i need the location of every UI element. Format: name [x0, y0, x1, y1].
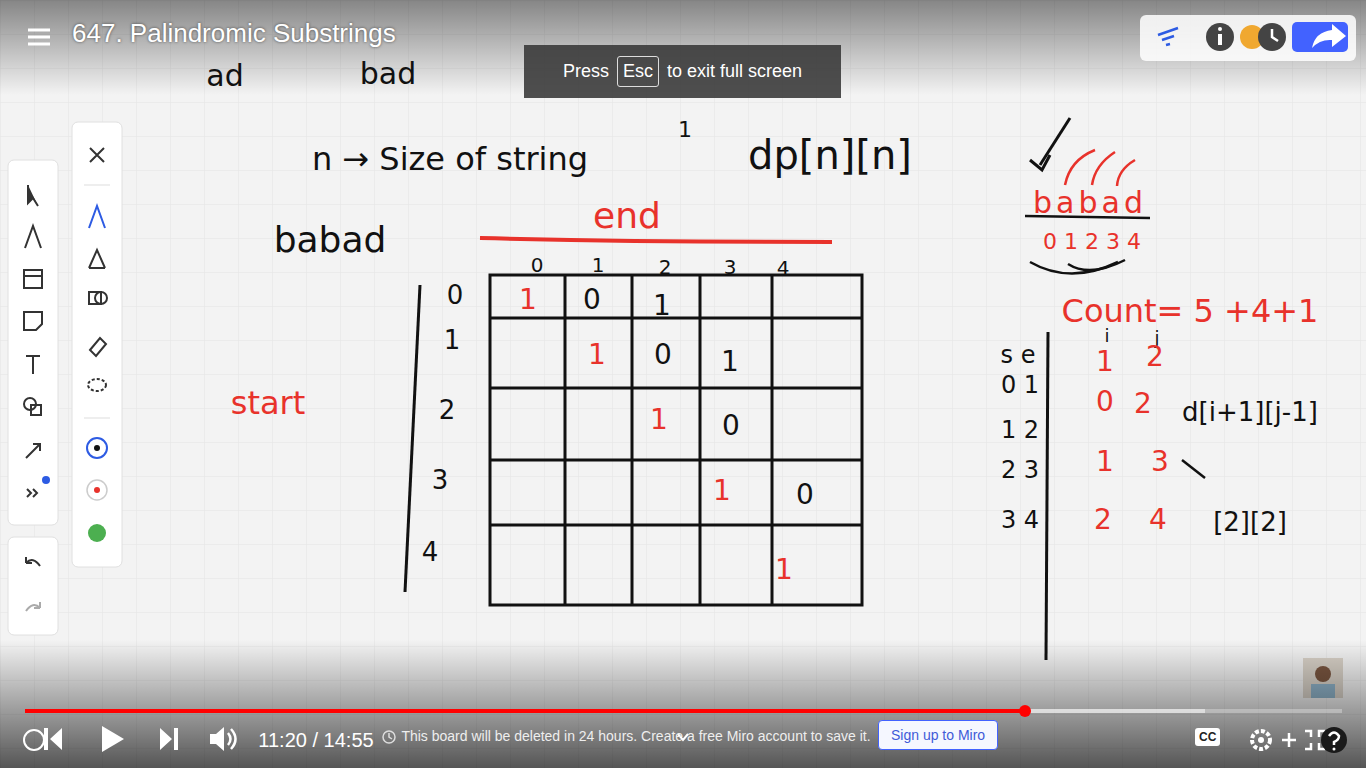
table-cell: 1	[588, 340, 606, 371]
table-cell: 1	[775, 555, 793, 586]
signup-button-text: Sign up to Miro	[891, 727, 985, 743]
column-index: 3	[724, 256, 737, 278]
table-cell: 0	[654, 340, 672, 371]
axis-title: end	[593, 196, 661, 236]
column-index: 1	[592, 254, 605, 276]
row-index: 3	[432, 466, 449, 495]
table-cell: 1	[650, 405, 668, 436]
table-cell: 4	[1149, 505, 1167, 536]
table-cell: 2	[1146, 342, 1164, 373]
row-index: 4	[422, 538, 439, 567]
table-cell: 0 1	[1001, 372, 1039, 398]
table-cell: 0	[796, 480, 814, 511]
captions-button: CC	[1195, 728, 1220, 746]
column-index: 4	[777, 257, 790, 279]
fullscreen-toast-text: to exit full screen	[667, 61, 802, 82]
table-cell: 0	[1096, 387, 1114, 418]
input-string: babad	[274, 220, 387, 260]
table-cell: 2 3	[1001, 457, 1039, 483]
fullscreen-toast: Press Esc to exit full screen	[524, 45, 841, 98]
row-index: 1	[444, 326, 461, 355]
table-header: i	[1104, 326, 1109, 346]
table-cell: 1	[1096, 447, 1114, 478]
table-cell: 0	[722, 411, 740, 442]
table-cell: 3	[1151, 447, 1169, 478]
handwritten-note: n → Size of string	[312, 142, 588, 177]
key-cap-text: Esc	[623, 61, 653, 81]
key-cap: Esc	[617, 56, 659, 87]
handwritten-note: ad	[206, 59, 243, 92]
table-cell: 1	[721, 347, 739, 378]
formula-note: d[i+1][j-1]	[1182, 398, 1318, 427]
table-cell: 2	[1094, 505, 1112, 536]
column-index: 2	[659, 256, 672, 278]
handwritten-note: 1	[678, 118, 692, 142]
table-cell: 0	[583, 285, 601, 316]
row-index: 2	[439, 396, 456, 425]
table-cell: 2	[1134, 389, 1152, 420]
captions-button-text: CC	[1199, 730, 1216, 744]
column-index: 0	[531, 254, 544, 276]
table-cell: 1 2	[1001, 417, 1039, 443]
table-cell: 1	[713, 476, 731, 507]
table-cell: 1	[519, 285, 537, 316]
table-cell: 3 4	[1001, 507, 1039, 533]
axis-title: start	[231, 386, 306, 421]
formula-note: [2][2]	[1213, 508, 1287, 537]
signup-button: Sign up to Miro	[878, 720, 998, 750]
fullscreen-toast-text: Press	[563, 61, 609, 82]
input-string: babad	[1033, 186, 1147, 219]
count-note: Count= 5 +4+1	[1062, 294, 1319, 329]
notice-text: This board will be deleted in 24 hours. …	[401, 729, 870, 744]
time-display: 11:20 / 14:55	[258, 729, 373, 751]
video-title: 647. Palindromic Substrings	[72, 18, 396, 49]
handwritten-note: bad	[360, 57, 416, 90]
handwritten-note: dp[n][n]	[748, 133, 912, 177]
table-cell: 1	[653, 291, 671, 322]
row-index: 0	[447, 281, 464, 310]
table-cell: 1	[1096, 347, 1114, 378]
index-row: 0 1 2 3 4	[1043, 230, 1141, 254]
table-header: s e	[1001, 342, 1036, 368]
